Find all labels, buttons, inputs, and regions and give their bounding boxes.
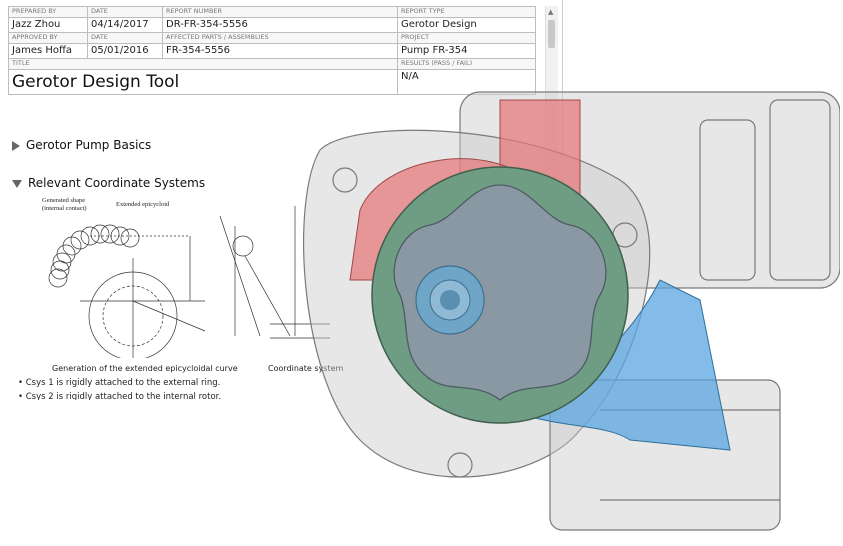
results-label: RESULTS (PASS / FAIL) <box>397 58 536 70</box>
bullet-item: • Csys 2 is rigidly attached to the inte… <box>18 392 222 400</box>
extended-epicycloid-label: Extended epicycloid <box>116 201 170 208</box>
gerotor-pump-3d-model <box>303 91 840 531</box>
report-number-label: REPORT NUMBER <box>162 6 398 18</box>
bullet-item: • Csys 1 is rigidly attached to the exte… <box>18 378 221 388</box>
scroll-up-arrow-icon[interactable]: ▲ <box>548 8 554 16</box>
figure-caption-right: Coordinate system <box>268 364 344 373</box>
inner-rotor <box>393 184 607 401</box>
report-title[interactable]: Gerotor Design Tool <box>8 69 398 95</box>
figure-caption-left: Generation of the extended epicycloidal … <box>52 364 238 373</box>
affected-parts-value[interactable]: FR-354-5556 <box>162 43 398 59</box>
title-label: TITLE <box>8 58 398 70</box>
prepared-date-value[interactable]: 04/14/2017 <box>87 17 163 33</box>
section-relevant-coordinate-systems[interactable]: Relevant Coordinate Systems <box>12 176 205 190</box>
project-value[interactable]: Pump FR-354 <box>397 43 536 59</box>
internal-contact-label: (internal contact) <box>42 205 87 212</box>
collapse-arrow-icon[interactable] <box>12 179 22 188</box>
report-type-value[interactable]: Gerotor Design <box>397 17 536 33</box>
section-title: Relevant Coordinate Systems <box>28 176 206 190</box>
prepared-by-label: PREPARED BY <box>8 6 88 18</box>
section-title: Gerotor Pump Basics <box>26 138 152 152</box>
epicycloid-figure: Generated shape (internal contact) Exten… <box>42 197 330 358</box>
project-label: PROJECT <box>397 32 536 44</box>
prepared-by-value[interactable]: Jazz Zhou <box>8 17 88 33</box>
approved-date-label: DATE <box>87 32 163 44</box>
report-number-value[interactable]: DR-FR-354-5556 <box>162 17 398 33</box>
affected-parts-label: AFFECTED PARTS / ASSEMBLIES <box>162 32 398 44</box>
approved-by-value[interactable]: James Hoffa <box>8 43 88 59</box>
report-header-table: PREPARED BY DATE REPORT NUMBER REPORT TY… <box>8 6 536 95</box>
drive-shaft <box>415 265 485 335</box>
generated-shape-label: Generated shape <box>42 197 85 204</box>
approved-date-value[interactable]: 05/01/2016 <box>87 43 163 59</box>
date-label: DATE <box>87 6 163 18</box>
results-value[interactable]: N/A <box>397 69 536 95</box>
approved-by-label: APPROVED BY <box>8 32 88 44</box>
report-type-label: REPORT TYPE <box>397 6 536 18</box>
section-gerotor-pump-basics[interactable]: Gerotor Pump Basics <box>12 138 151 152</box>
scrollbar-thumb[interactable] <box>548 20 555 48</box>
expand-arrow-icon[interactable] <box>12 140 20 151</box>
